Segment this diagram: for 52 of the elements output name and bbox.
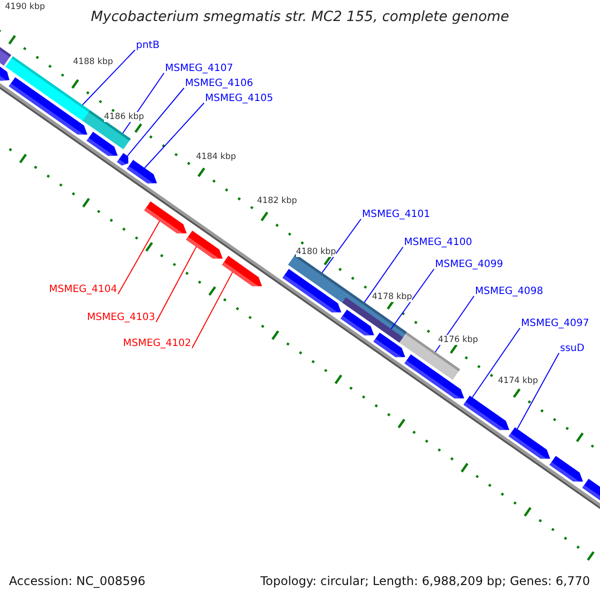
leader-line <box>156 246 197 322</box>
scale-label: 4182 kbp <box>257 196 298 206</box>
gene-label: MSMEG_4100 <box>404 237 472 249</box>
gene-feature <box>8 77 88 135</box>
gene-label: MSMEG_4099 <box>435 259 504 271</box>
gene-feature <box>550 456 583 482</box>
leader-line <box>472 328 520 398</box>
footer-text: Accession: NC_008596 <box>9 574 146 588</box>
leader-line <box>82 50 136 106</box>
leader-line <box>118 220 160 294</box>
gene-feature <box>464 396 510 430</box>
gene-label: ssuD <box>560 343 584 355</box>
gene-label: MSMEG_4097 <box>521 318 590 330</box>
gene-label: MSMEG_4102 <box>123 338 192 350</box>
gene-feature <box>373 332 406 358</box>
scale-label: 4176 kbp <box>438 335 478 345</box>
gene-feature <box>186 230 223 259</box>
leader-line <box>516 352 560 430</box>
leader-line <box>322 218 362 274</box>
scale-label: 4190 kbp <box>5 2 46 12</box>
gene-feature <box>282 268 342 312</box>
gene-feature <box>126 160 157 184</box>
gene-label: MSMEG_4106 <box>185 78 254 90</box>
footer-text: Topology: circular; Length: 6,988,209 bp; Genes: 6,770 <box>260 574 590 588</box>
scale-label: 4178 kbp <box>372 292 412 302</box>
scale-label: 4174 kbp <box>498 376 538 386</box>
scale-label: 4188 kbp <box>73 57 114 67</box>
gene-feature <box>86 132 118 156</box>
leader-line <box>390 268 434 330</box>
scale-label: 4186 kbp <box>104 112 144 122</box>
gene-feature <box>0 66 10 81</box>
gene-feature <box>340 310 374 336</box>
gene-feature <box>508 427 550 459</box>
gene-feature <box>404 354 464 398</box>
gene-label: MSMEG_4104 <box>49 284 118 296</box>
scale-label: 4184 kbp <box>196 152 236 162</box>
leader-line <box>126 88 184 156</box>
gene-feature <box>222 256 262 286</box>
leader-line <box>364 246 404 303</box>
title: Mycobacterium smegmatis str. MC2 155, complete genome <box>90 9 510 25</box>
gene-label: MSMEG_4107 <box>165 63 234 75</box>
gene-label: MSMEG_4103 <box>87 312 156 324</box>
gene-label: MSMEG_4098 <box>475 286 544 298</box>
leader-line <box>122 72 164 134</box>
gene-label: MSMEG_4101 <box>362 209 430 221</box>
leader-line <box>144 102 204 168</box>
gene-feature <box>144 201 187 234</box>
leader-line <box>192 272 233 348</box>
gene-label: pntB <box>136 40 160 52</box>
gene-label: MSMEG_4105 <box>205 93 274 105</box>
scale-label: 4180 kbp <box>296 247 336 257</box>
gene-feature <box>117 153 128 166</box>
